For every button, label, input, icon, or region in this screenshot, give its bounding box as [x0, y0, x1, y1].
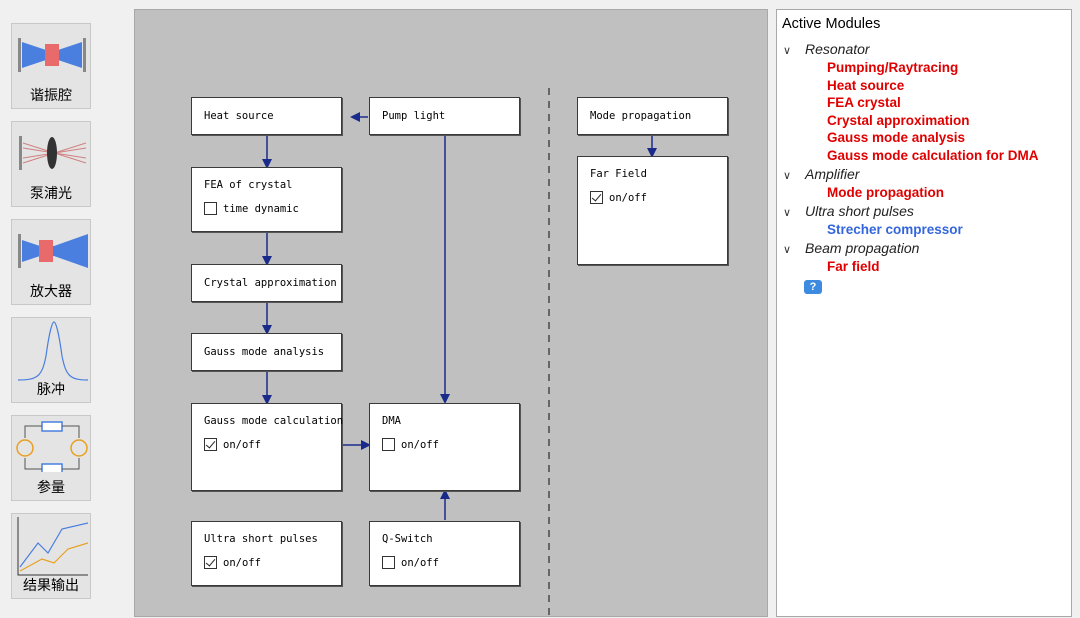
resonator-tool-button[interactable]: 谐振腔 — [11, 23, 91, 109]
workflow-canvas[interactable]: Heat source Pump light FEA of crystal ti… — [134, 9, 768, 618]
gauss-calc-check-square[interactable] — [204, 438, 217, 451]
gauss-mode-analysis-box[interactable]: Gauss mode analysis — [191, 333, 342, 371]
time-dynamic-label: time dynamic — [223, 202, 299, 215]
q-switch-onoff-label: on/off — [401, 556, 439, 569]
active-modules-title: Active Modules — [782, 16, 881, 32]
fea-crystal-title: FEA of crystal — [204, 179, 293, 191]
active-modules-panel: Active Modules ∨ Resonator Pumping/Raytra… — [776, 9, 1072, 617]
ultra-short-onoff-checkbox[interactable]: on/off — [204, 556, 261, 569]
time-dynamic-check-square[interactable] — [204, 202, 217, 215]
group-ultra-short-label: Ultra short pulses — [805, 203, 914, 219]
pulse-tool-button[interactable]: 脉冲 — [11, 317, 91, 403]
parametric-icon — [16, 421, 88, 472]
module-item-far-field[interactable]: Far field — [827, 259, 880, 274]
fea-crystal-box[interactable]: FEA of crystal time dynamic — [191, 167, 342, 232]
amplifier-icon — [18, 234, 88, 268]
chevron-down-icon[interactable]: ∨ — [783, 244, 792, 256]
gauss-mode-analysis-title: Gauss mode analysis — [204, 346, 325, 358]
amplifier-tool-button[interactable]: 放大器 — [11, 219, 91, 305]
q-switch-check-square[interactable] — [382, 556, 395, 569]
q-switch-box[interactable]: Q-Switch on/off — [369, 521, 520, 586]
far-field-onoff-label: on/off — [609, 191, 647, 204]
gauss-calc-onoff-checkbox[interactable]: on/off — [204, 438, 261, 451]
module-item-crystal-approximation[interactable]: Crystal approximation — [827, 113, 970, 128]
ultra-short-check-square[interactable] — [204, 556, 217, 569]
heat-source-title: Heat source — [204, 110, 274, 122]
results-tool-label: 结果输出 — [23, 578, 79, 594]
pulse-icon — [17, 321, 88, 381]
group-ultra-short-pulses[interactable]: ∨ Ultra short pulses — [783, 203, 914, 219]
group-amplifier[interactable]: ∨ Amplifier — [783, 166, 859, 182]
group-beam-propagation-label: Beam propagation — [805, 240, 920, 256]
mode-propagation-box[interactable]: Mode propagation — [577, 97, 728, 135]
dma-check-square[interactable] — [382, 438, 395, 451]
amplifier-tool-label: 放大器 — [30, 284, 72, 300]
group-resonator-label: Resonator — [805, 41, 870, 57]
gauss-calc-onoff-label: on/off — [223, 438, 261, 451]
pulse-tool-label: 脉冲 — [37, 382, 65, 398]
module-item-heat-source[interactable]: Heat source — [827, 78, 905, 93]
ultra-short-pulses-box[interactable]: Ultra short pulses on/off — [191, 521, 342, 586]
dma-onoff-label: on/off — [401, 438, 439, 451]
pump-light-title: Pump light — [382, 110, 446, 122]
dma-box[interactable]: DMA on/off — [369, 403, 520, 491]
group-resonator[interactable]: ∨ Resonator — [783, 41, 870, 57]
module-item-gauss-mode-calculation-dma[interactable]: Gauss mode calculation for DMA — [827, 148, 1039, 163]
crystal-approximation-title: Crystal approximation — [204, 277, 337, 289]
module-item-gauss-mode-analysis[interactable]: Gauss mode analysis — [827, 130, 966, 145]
far-field-box[interactable]: Far Field on/off — [577, 156, 728, 265]
parametric-tool-label: 参量 — [37, 480, 65, 496]
results-chart-icon — [17, 517, 88, 576]
pump-tool-button[interactable]: 泵浦光 — [11, 121, 91, 207]
results-tool-button[interactable]: 结果输出 — [11, 513, 91, 599]
chevron-down-icon[interactable]: ∨ — [783, 170, 792, 182]
time-dynamic-checkbox[interactable]: time dynamic — [204, 202, 299, 215]
module-item-fea-crystal[interactable]: FEA crystal — [827, 95, 901, 110]
far-field-title: Far Field — [590, 168, 647, 180]
resonator-icon — [18, 38, 86, 72]
pump-tool-label: 泵浦光 — [30, 186, 72, 202]
far-field-check-square[interactable] — [590, 191, 603, 204]
group-beam-propagation[interactable]: ∨ Beam propagation — [783, 240, 919, 256]
q-switch-title: Q-Switch — [382, 533, 433, 545]
ultra-short-pulses-title: Ultra short pulses — [204, 533, 318, 545]
help-icon[interactable]: ? — [804, 280, 822, 294]
connector-arrows — [262, 88, 657, 618]
q-switch-onoff-checkbox[interactable]: on/off — [382, 556, 439, 569]
dma-onoff-checkbox[interactable]: on/off — [382, 438, 439, 451]
chevron-down-icon[interactable]: ∨ — [783, 207, 792, 219]
pump-light-box[interactable]: Pump light — [369, 97, 520, 135]
module-item-mode-propagation[interactable]: Mode propagation — [827, 185, 944, 200]
resonator-tool-label: 谐振腔 — [30, 88, 72, 104]
pump-lens-icon — [19, 136, 87, 170]
heat-source-box[interactable]: Heat source — [191, 97, 342, 135]
far-field-onoff-checkbox[interactable]: on/off — [590, 191, 647, 204]
module-item-strecher-compressor[interactable]: Strecher compressor — [827, 222, 963, 237]
crystal-approximation-box[interactable]: Crystal approximation — [191, 264, 342, 302]
gauss-mode-calculation-box[interactable]: Gauss mode calculation on/off — [191, 403, 344, 491]
group-amplifier-label: Amplifier — [805, 166, 860, 182]
ultra-short-onoff-label: on/off — [223, 556, 261, 569]
mode-propagation-title: Mode propagation — [590, 110, 692, 122]
module-item-pumping-raytracing[interactable]: Pumping/Raytracing — [827, 60, 959, 75]
dma-title: DMA — [382, 415, 401, 427]
gauss-mode-calculation-title: Gauss mode calculation — [204, 415, 344, 427]
chevron-down-icon[interactable]: ∨ — [783, 45, 792, 57]
parametric-tool-button[interactable]: 参量 — [11, 415, 91, 501]
